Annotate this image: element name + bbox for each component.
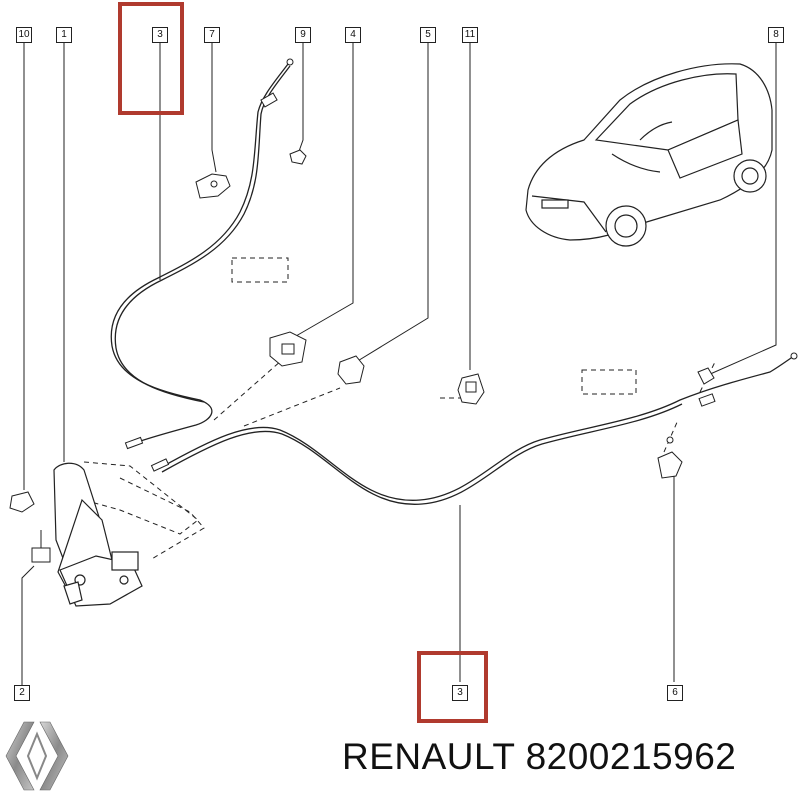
part-4-clip [269, 331, 307, 367]
highlight-frame-top [118, 2, 184, 115]
part-5-clip [337, 355, 365, 385]
handbrake-lever [53, 462, 143, 607]
leader-line-8 [707, 42, 777, 376]
callout-8: 8 [768, 27, 784, 43]
part-number: 8200215962 [525, 736, 737, 777]
callout-4: 4 [345, 27, 361, 43]
highlight-frame-bottom [417, 651, 488, 723]
cable-long [159, 355, 795, 505]
part-8-clip [697, 367, 715, 385]
part-9-clip [289, 149, 307, 165]
part-6-bracket [657, 436, 683, 479]
part-11-clamp [457, 373, 485, 405]
brand-name: RENAULT [342, 736, 515, 777]
leader-line-9 [297, 42, 304, 155]
callout-2: 2 [14, 685, 30, 701]
dashed-guides [83, 257, 717, 561]
callout-3-bottom: 3 [452, 685, 468, 701]
cable-end-fittings [124, 58, 798, 472]
callout-6: 6 [667, 685, 683, 701]
callout-11: 11 [462, 27, 478, 43]
brand-part-number-caption: RENAULT 8200215962 [342, 736, 736, 786]
renault-diamond-logo [5, 721, 69, 791]
part-10-clip [9, 491, 35, 513]
leader-line-2 [21, 565, 35, 685]
car-illustration [525, 63, 773, 247]
callout-5: 5 [420, 27, 436, 43]
leader-line-5 [355, 42, 429, 363]
leader-line-4 [295, 42, 354, 337]
leader-line-7 [211, 42, 217, 173]
callout-1: 1 [56, 27, 72, 43]
callout-3-top: 3 [152, 27, 168, 43]
callout-10: 10 [16, 27, 32, 43]
cable-left [110, 63, 291, 445]
callout-9: 9 [295, 27, 311, 43]
part-7-bracket [195, 173, 231, 199]
callout-7: 7 [204, 27, 220, 43]
